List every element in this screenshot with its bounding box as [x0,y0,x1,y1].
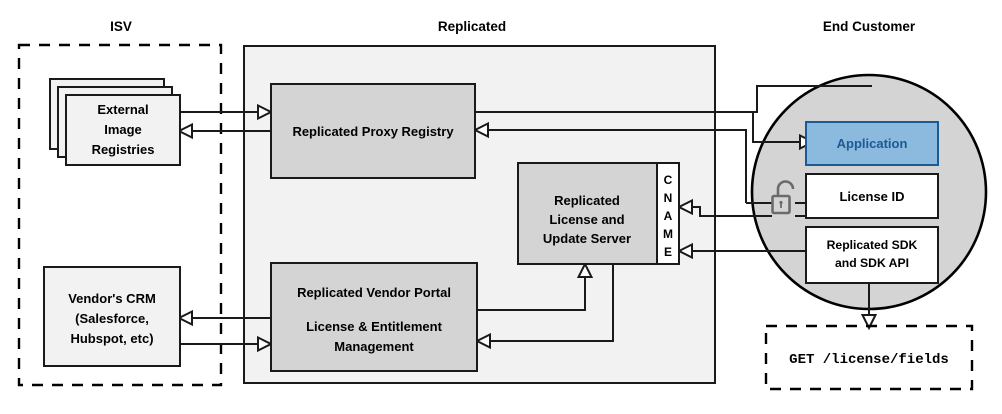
license-id-box [805,173,939,219]
get-license-fields-label: GET /license/fields [789,352,949,368]
arrowhead-sdk-to-cname [676,242,693,260]
cname-letter-n: N [664,191,673,205]
node-external-image-registries[interactable]: External Image Registries [49,78,181,166]
vendor-portal-label-line-3: Management [334,339,414,354]
isv-zone-boundary [17,43,223,387]
connector-vendor-portal-to-license-server [477,277,586,311]
connector-license-server-to-vendor-portal [490,264,614,342]
license-id-label: License ID [839,189,904,204]
license-update-server-label-line-3: Update Server [543,231,631,246]
replicated-sdk-label-line-2: and SDK API [835,256,909,270]
application-box [805,121,939,166]
node-get-license-fields[interactable]: GET /license/fields [764,324,974,391]
vendors-crm-label-line-3: Hubspot, etc) [70,331,153,346]
node-application[interactable]: Application [805,121,939,166]
replicated-vendor-portal-box [270,262,478,372]
replicated-sdk-label-line-1: Replicated SDK [827,238,918,252]
get-license-fields-boundary [764,324,974,391]
replicated-proxy-registry-label: Replicated Proxy Registry [292,124,454,139]
arrowhead-registries-to-proxy [257,103,274,121]
connector-license-id-to-cname [692,206,772,217]
node-vendors-crm[interactable]: Vendor's CRM (Salesforce, Hubspot, etc) [43,266,181,367]
connector-layer [176,85,878,353]
node-replicated-proxy-registry[interactable]: Replicated Proxy Registry [270,83,476,179]
node-replicated-vendor-portal[interactable]: Replicated Vendor Portal License & Entit… [270,262,478,372]
zone-title-end-customer: End Customer [823,19,916,34]
vendor-portal-label-line-2: License & Entitlement [306,319,442,334]
unlock-icon-shackle [776,180,795,196]
unlock-icon-keyhole [779,200,783,205]
registries-stack-front [65,94,181,166]
cname-box [656,162,680,265]
cname-letter-a: A [664,209,673,223]
arrowhead-proxy-to-registries [176,122,193,140]
license-update-server-label-line-1: Replicated [554,193,620,208]
unlock-icon [771,180,795,215]
zone-title-isv: ISV [110,19,132,34]
arrowhead-license-id-to-cname [676,198,693,216]
cname-letter-m: M [663,227,673,241]
replicated-proxy-registry-box [270,83,476,179]
vendors-crm-box [43,266,181,367]
replicated-sdk-box [805,226,939,284]
registries-label-line-1: External [97,102,148,117]
arrowhead-customer-to-proxy-registry [472,121,489,139]
node-license-id[interactable]: License ID [805,173,939,219]
vendors-crm-label-line-1: Vendor's CRM [68,291,156,306]
node-replicated-license-update-server[interactable]: Replicated License and Update Server [517,162,658,265]
node-replicated-sdk[interactable]: Replicated SDK and SDK API [805,226,939,284]
vendor-portal-label-line-1: Replicated Vendor Portal [297,285,451,300]
registries-label-line-3: Registries [92,142,155,157]
application-label: Application [837,136,908,151]
arrowhead-license-server-to-vendor-portal [474,332,491,350]
cname-letter-e: E [664,245,672,259]
arrowhead-crm-to-vendor-portal [257,335,274,353]
connector-customer-to-proxy-registry [488,129,747,203]
license-update-server-label-line-2: License and [549,212,624,227]
registries-label-line-2: Image [104,122,142,137]
arrowhead-vendor-portal-to-license-server [576,261,594,278]
node-cname[interactable]: C N A M E [656,162,680,265]
cname-letter-c: C [664,173,673,187]
zone-title-replicated: Replicated [438,19,506,34]
vendors-crm-label-line-2: (Salesforce, [75,311,149,326]
arrowhead-vendor-portal-to-crm [176,309,193,327]
arrowhead-sdk-to-get-license-fields [860,314,878,331]
connector-proxy-registry-to-application [475,111,800,143]
unlock-icon-body [771,194,791,215]
